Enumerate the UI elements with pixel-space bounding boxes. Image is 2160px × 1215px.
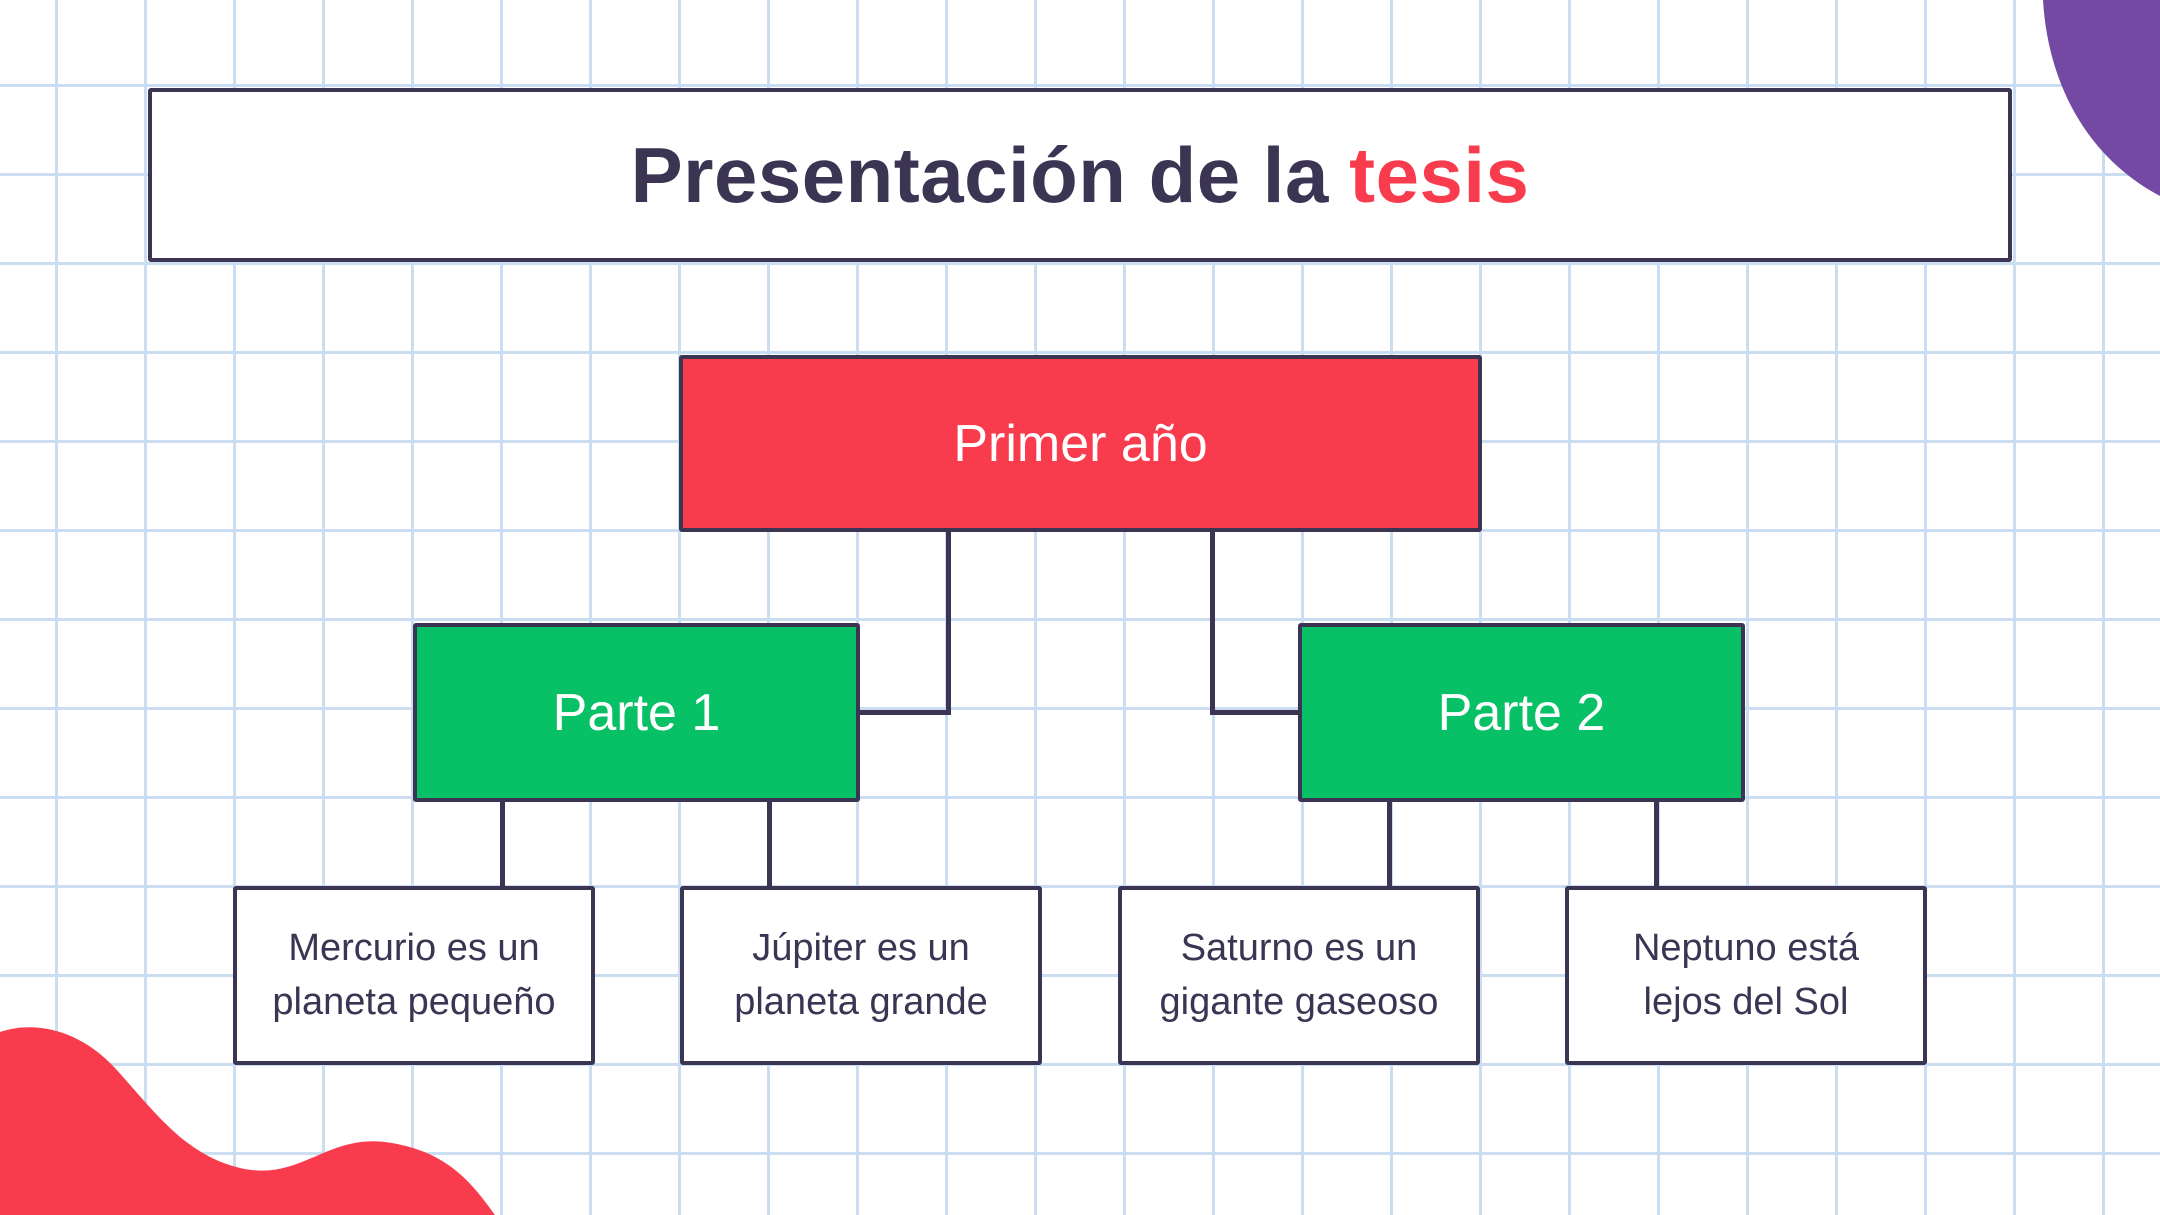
connector-parte1-to-leaf2 — [767, 798, 772, 888]
leaf-line: lejos del Sol — [1643, 980, 1849, 1023]
node-parte-1[interactable]: Parte 1 — [413, 623, 860, 802]
node-label: Primer año — [953, 414, 1208, 473]
connector-root-to-parte1-horizontal — [856, 710, 951, 715]
connector-parte1-to-leaf1 — [500, 798, 505, 888]
node-label: Parte 2 — [1437, 683, 1606, 742]
node-leaf-jupiter[interactable]: Júpiter es un planeta grande — [680, 886, 1042, 1065]
connector-root-to-parte2-vertical — [1210, 528, 1215, 715]
purple-corner-blob — [2043, 0, 2160, 196]
node-leaf-saturno[interactable]: Saturno es un gigante gaseoso — [1118, 886, 1480, 1065]
leaf-line: Saturno es un — [1180, 927, 1418, 970]
leaf-line: planeta pequeño — [272, 980, 556, 1023]
node-primer-ano[interactable]: Primer año — [679, 355, 1482, 532]
leaf-line: gigante gaseoso — [1159, 980, 1439, 1023]
node-parte-2[interactable]: Parte 2 — [1298, 623, 1745, 802]
leaf-line: Neptuno está — [1632, 927, 1860, 970]
leaf-line: planeta grande — [734, 980, 988, 1023]
leaf-line: Mercurio es un — [288, 927, 540, 970]
leaf-line: Júpiter es un — [752, 927, 970, 970]
node-leaf-mercurio[interactable]: Mercurio es un planeta pequeño — [233, 886, 595, 1065]
node-leaf-neptuno[interactable]: Neptuno está lejos del Sol — [1565, 886, 1927, 1065]
node-label: Parte 1 — [552, 683, 721, 742]
title-accent-text: tesis — [1349, 130, 1530, 219]
connector-root-to-parte2-horizontal — [1210, 710, 1305, 715]
title-box: Presentación de la tesis — [148, 88, 2012, 262]
connector-parte2-to-leaf4 — [1654, 798, 1659, 888]
title-text: Presentación de la — [630, 130, 1329, 219]
connector-parte2-to-leaf3 — [1387, 798, 1392, 888]
connector-root-to-parte1-vertical — [946, 528, 951, 715]
